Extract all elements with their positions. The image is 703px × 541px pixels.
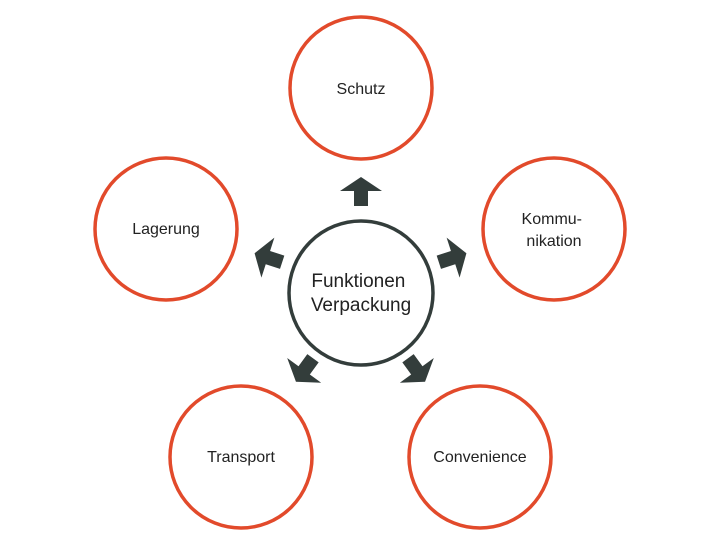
node-kommunikation: Kommu- nikation (481, 156, 627, 302)
center-label-line-2: Verpackung (311, 295, 411, 316)
node-circle-schutz (288, 15, 434, 161)
arrow-to-transport (287, 354, 322, 383)
node-circle-kommunikation (481, 156, 627, 302)
center-label-line-1: Funktionen (311, 271, 405, 292)
node-label-lagerung-line-1: Lagerung (132, 221, 200, 238)
node-label-transport-line-1: Transport (207, 449, 275, 466)
node-label-kommunikation: Kommu- nikation (522, 211, 587, 250)
node-label-convenience: Convenience (433, 449, 527, 466)
arrow-to-lagerung (254, 237, 285, 278)
arrow-to-schutz (340, 177, 382, 206)
arrow-to-kommunikation (436, 237, 467, 278)
node-convenience: Convenience (407, 384, 553, 530)
node-label-kommunikation-line-1: Kommu- (522, 211, 582, 228)
node-label-transport: Transport (207, 449, 275, 466)
node-label-schutz: Schutz (337, 81, 386, 98)
node-label-lagerung: Lagerung (132, 221, 200, 238)
arrow-to-convenience (399, 354, 434, 383)
center-label: Funktionen Verpackung (311, 271, 411, 316)
node-circle-transport (168, 384, 314, 530)
center-circle (287, 219, 435, 367)
node-transport: Transport (168, 384, 314, 530)
center-node: Funktionen Verpackung (287, 219, 435, 367)
node-lagerung: Lagerung (93, 156, 239, 302)
node-circle-lagerung (93, 156, 239, 302)
node-label-convenience-line-1: Convenience (433, 449, 527, 466)
node-schutz: Schutz (288, 15, 434, 161)
arrows (254, 177, 467, 383)
node-circle-convenience (407, 384, 553, 530)
node-label-schutz-line-1: Schutz (337, 81, 386, 98)
node-label-kommunikation-line-2: nikation (526, 233, 581, 250)
